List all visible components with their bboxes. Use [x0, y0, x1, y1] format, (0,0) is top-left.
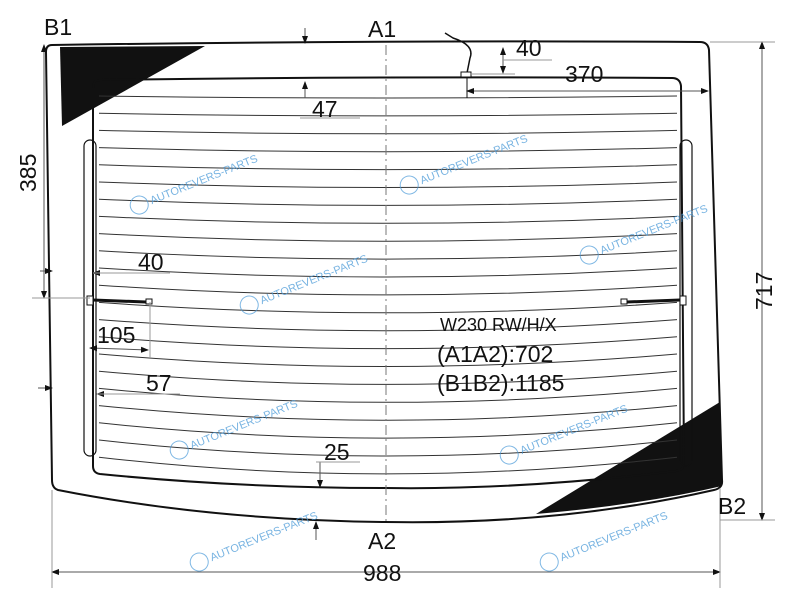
heater-line: [98, 95, 678, 99]
heated-area-border: [92, 76, 686, 490]
frit-bottom-right: [536, 402, 722, 514]
dim-antenna-offset: 370: [565, 61, 603, 87]
heater-line: [98, 181, 678, 188]
antenna-lead: [444, 32, 472, 98]
dim-left-height: 385: [15, 154, 41, 192]
watermark-logo: AUTOREVERS-PARTS: [579, 203, 710, 265]
heater-line: [98, 284, 678, 296]
heater-lines: [98, 95, 678, 475]
frit-top-left: [60, 46, 205, 126]
point-a2: A2: [368, 528, 396, 554]
heater-line: [98, 319, 678, 332]
heater-line: [98, 387, 678, 403]
heater-line: [98, 250, 678, 260]
spec-b1b2: (B1B2):1185: [437, 370, 564, 396]
watermark-logo: AUTOREVERS-PARTS: [129, 153, 260, 215]
right-connector: [620, 295, 687, 306]
point-a1: A1: [368, 16, 396, 42]
dim-top-antenna: 40: [516, 35, 542, 61]
heater-line: [98, 439, 678, 457]
dimension-lines: [32, 28, 775, 588]
spec-a1a2: (A1A2):702: [437, 341, 553, 367]
heater-line: [98, 164, 678, 171]
heater-line: [98, 405, 678, 421]
dim-bottom-inner: 25: [324, 439, 350, 465]
heater-line: [98, 198, 678, 206]
heater-line: [98, 456, 678, 475]
dim-top-inner: 47: [312, 96, 338, 122]
watermark-logo: AUTOREVERS-PARTS: [539, 510, 670, 572]
heater-line: [98, 336, 678, 350]
heater-line: [98, 112, 678, 117]
watermark-logo: AUTOREVERS-PARTS: [499, 403, 630, 465]
svg-text:AUTOREVERS-PARTS: AUTOREVERS-PARTS: [258, 253, 369, 307]
heater-line: [98, 215, 678, 224]
dim-left-connector: 105: [97, 322, 135, 348]
svg-text:AUTOREVERS-PARTS: AUTOREVERS-PARTS: [188, 398, 299, 452]
heater-line: [98, 267, 678, 278]
heater-line: [98, 353, 678, 367]
dim-left-lower: 57: [146, 370, 172, 396]
heater-line: [98, 129, 678, 135]
svg-text:AUTOREVERS-PARTS: AUTOREVERS-PARTS: [418, 133, 529, 187]
svg-text:AUTOREVERS-PARTS: AUTOREVERS-PARTS: [148, 153, 259, 207]
point-b1: B1: [44, 14, 72, 40]
left-connector: [86, 295, 153, 306]
svg-text:AUTOREVERS-PARTS: AUTOREVERS-PARTS: [598, 203, 709, 257]
dim-right-height: 717: [751, 272, 777, 310]
watermark-logo: AUTOREVERS-PARTS: [239, 253, 370, 315]
heater-line: [98, 147, 678, 153]
heater-line: [98, 301, 678, 314]
heater-line: [98, 233, 678, 242]
spec-model: W230 RW/H/X: [440, 315, 557, 335]
heater-line: [98, 422, 678, 439]
point-b2: B2: [718, 493, 746, 519]
heater-line: [98, 370, 678, 385]
dim-left-side: 40: [138, 249, 164, 275]
glass-outline: [44, 40, 724, 524]
svg-text:AUTOREVERS-PARTS: AUTOREVERS-PARTS: [558, 510, 669, 564]
dim-width: 988: [363, 560, 401, 586]
